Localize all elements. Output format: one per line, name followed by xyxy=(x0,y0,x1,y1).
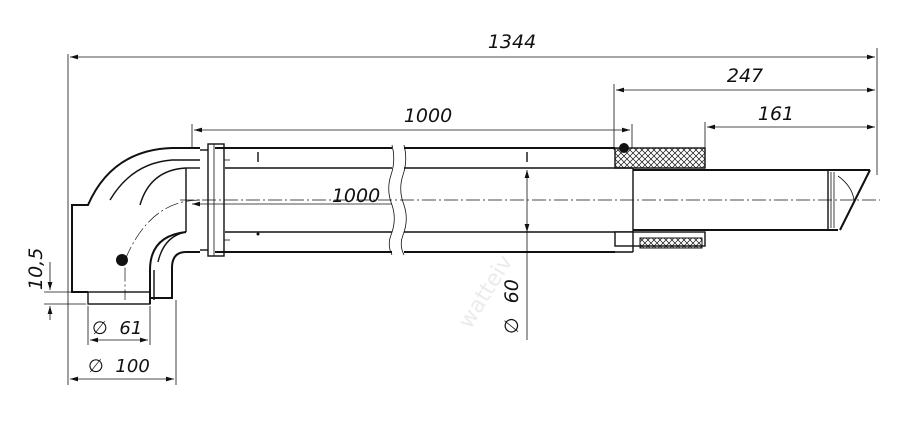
dimension-outer-section: 247 xyxy=(613,65,875,150)
dimension-label-61: 61 xyxy=(119,318,142,339)
dimension-label-60: 60 xyxy=(501,279,523,303)
dimension-label-161: 161 xyxy=(758,103,794,125)
dimension-total-length: 1344 xyxy=(67,31,878,385)
svg-text:∅ 60: ∅ 60 xyxy=(501,279,523,334)
dimension-inner-diameter: ∅ 60 xyxy=(501,170,530,340)
elbow-center-mark xyxy=(116,254,128,266)
dimension-terminal-section: 161 xyxy=(704,103,875,150)
svg-text:∅ 61: ∅ 61 xyxy=(92,318,142,339)
dimension-outer-pipe-length: 1000 xyxy=(191,105,633,148)
dimension-label-1344: 1344 xyxy=(488,31,536,53)
dimension-label-100: 100 xyxy=(115,356,149,377)
diameter-symbol-100: ∅ xyxy=(88,356,104,377)
outer-pipe xyxy=(215,144,633,256)
diameter-symbol-61: ∅ xyxy=(92,318,108,339)
svg-text:∅ 100: ∅ 100 xyxy=(88,356,150,377)
diameter-symbol-60: ∅ xyxy=(501,317,523,334)
dimension-inner-pipe-length: 1000 xyxy=(192,185,392,207)
dimension-label-10-5: 10,5 xyxy=(25,248,47,290)
terminal-section xyxy=(614,143,871,253)
elbow-bend xyxy=(71,147,201,305)
dimension-label-1000-inner: 1000 xyxy=(332,185,380,207)
dimension-outlet-outer-diameter: ∅ 100 xyxy=(70,300,177,385)
dimension-outlet-inner-diameter: ∅ 61 xyxy=(87,306,151,345)
dimension-label-1000-upper: 1000 xyxy=(404,105,452,127)
dimension-label-247: 247 xyxy=(727,65,763,87)
dimension-elbow-offset: 10,5 xyxy=(25,248,86,320)
